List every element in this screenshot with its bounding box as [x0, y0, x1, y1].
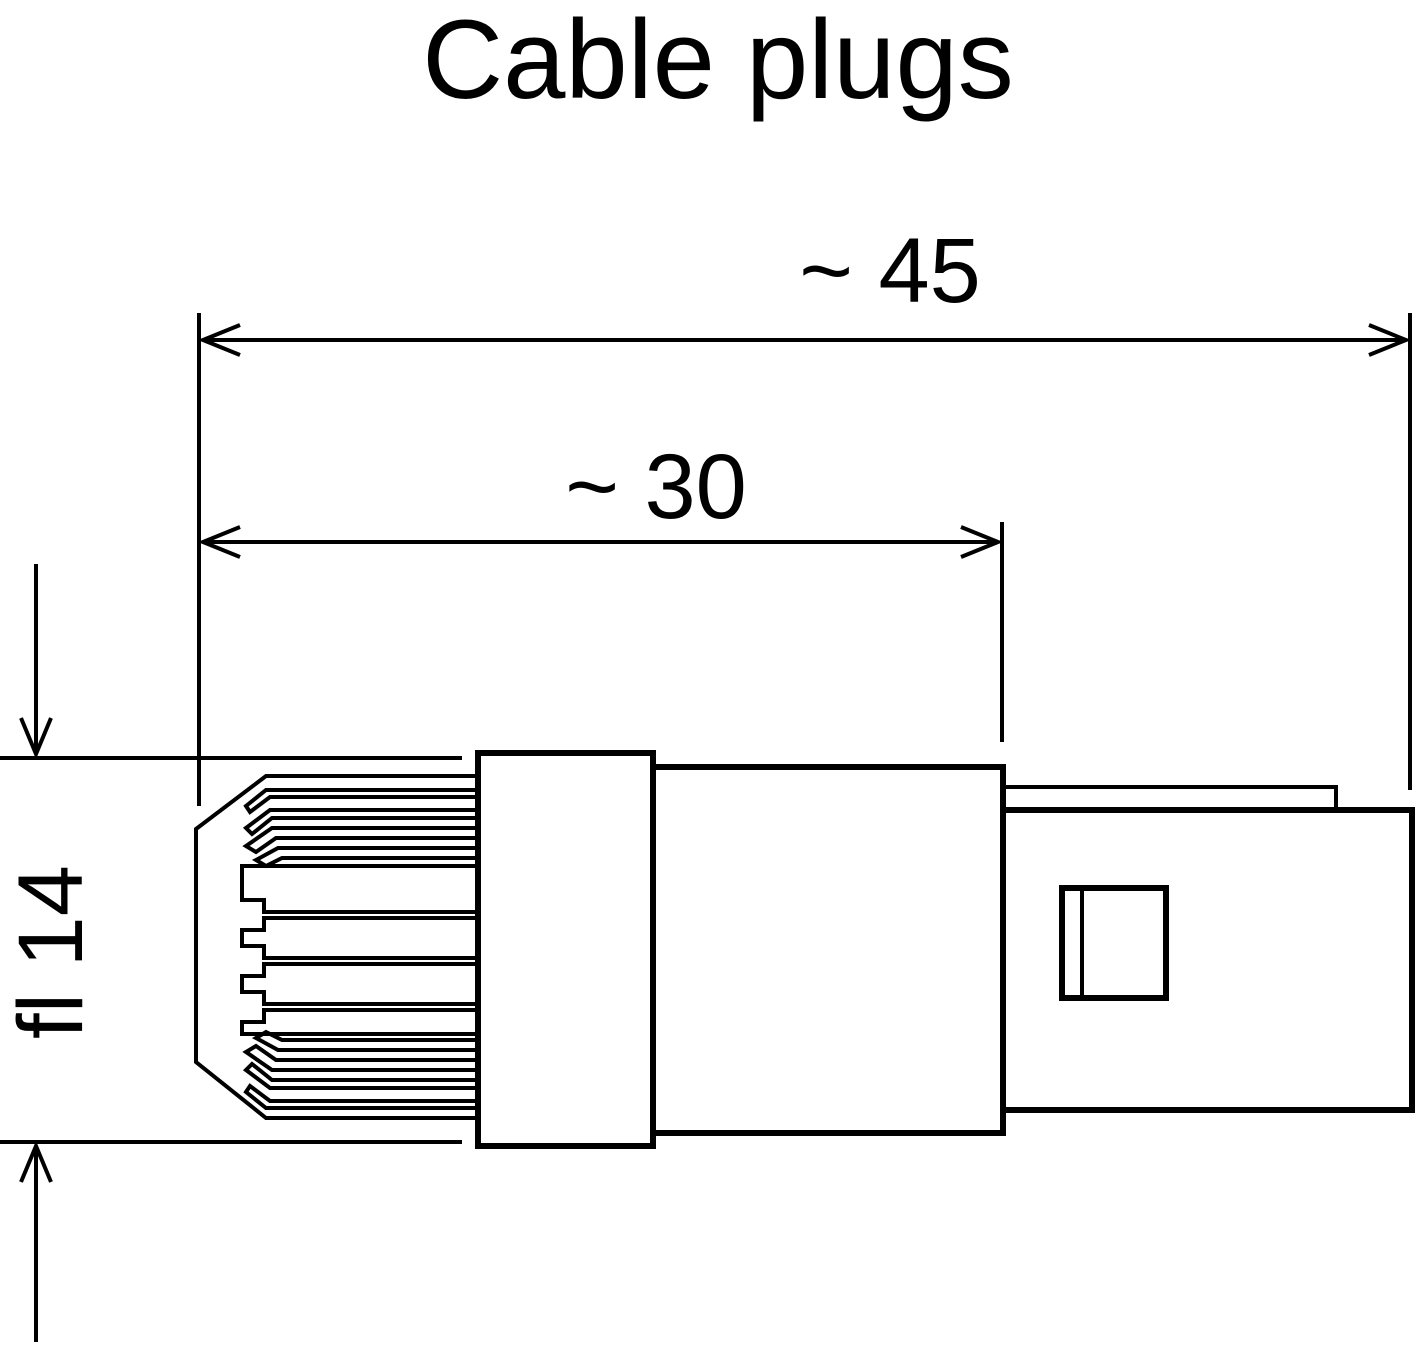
diameter-bottom-arrowhead — [19, 1140, 53, 1183]
front-insert — [1000, 807, 1415, 1113]
overall-right-arrowhead — [1368, 323, 1412, 357]
cable-clamp-fingers — [194, 774, 478, 1120]
overall-length-label: ~ 45 — [799, 220, 981, 322]
clamp-bottom-finger-2 — [242, 1043, 478, 1072]
clamp-bottom-finger-3 — [242, 1061, 478, 1090]
clamp-bottom-finger-4 — [243, 1083, 478, 1110]
clamp-top-finger-3 — [242, 826, 478, 855]
clamp-middle-finger-3 — [240, 962, 478, 1006]
plug-body — [650, 764, 1006, 1136]
drawing-title: Cable plugs — [422, 0, 1014, 122]
diameter-dimension: fl 14 — [0, 564, 462, 1342]
body-length-dimension: ~ 30 — [197, 436, 1004, 742]
clamp-outer-contour — [194, 774, 478, 1120]
body-length-label: ~ 30 — [565, 436, 747, 538]
key-window-outer — [1059, 885, 1169, 1001]
coupling-nut — [475, 750, 656, 1149]
clamp-top-finger-2 — [242, 808, 478, 837]
clamp-top-finger-1 — [243, 788, 478, 815]
body-right-arrowhead — [960, 525, 1004, 559]
clamp-top-finger-4 — [251, 846, 478, 869]
clamp-middle-finger-2 — [240, 916, 478, 960]
clamp-middle-finger-1 — [240, 864, 478, 914]
latch-rail — [1003, 785, 1338, 810]
key-window — [1059, 885, 1169, 1001]
clamp-middle-finger-4 — [240, 1008, 478, 1036]
overall-length-dimension: ~ 45 — [197, 220, 1412, 806]
diameter-top-arrowhead — [19, 717, 53, 760]
connector-outline — [194, 750, 1415, 1149]
body-left-arrowhead — [197, 525, 241, 559]
diameter-label: fl 14 — [0, 865, 102, 1039]
clamp-bottom-finger-1 — [251, 1029, 478, 1052]
overall-left-arrowhead — [197, 323, 241, 357]
